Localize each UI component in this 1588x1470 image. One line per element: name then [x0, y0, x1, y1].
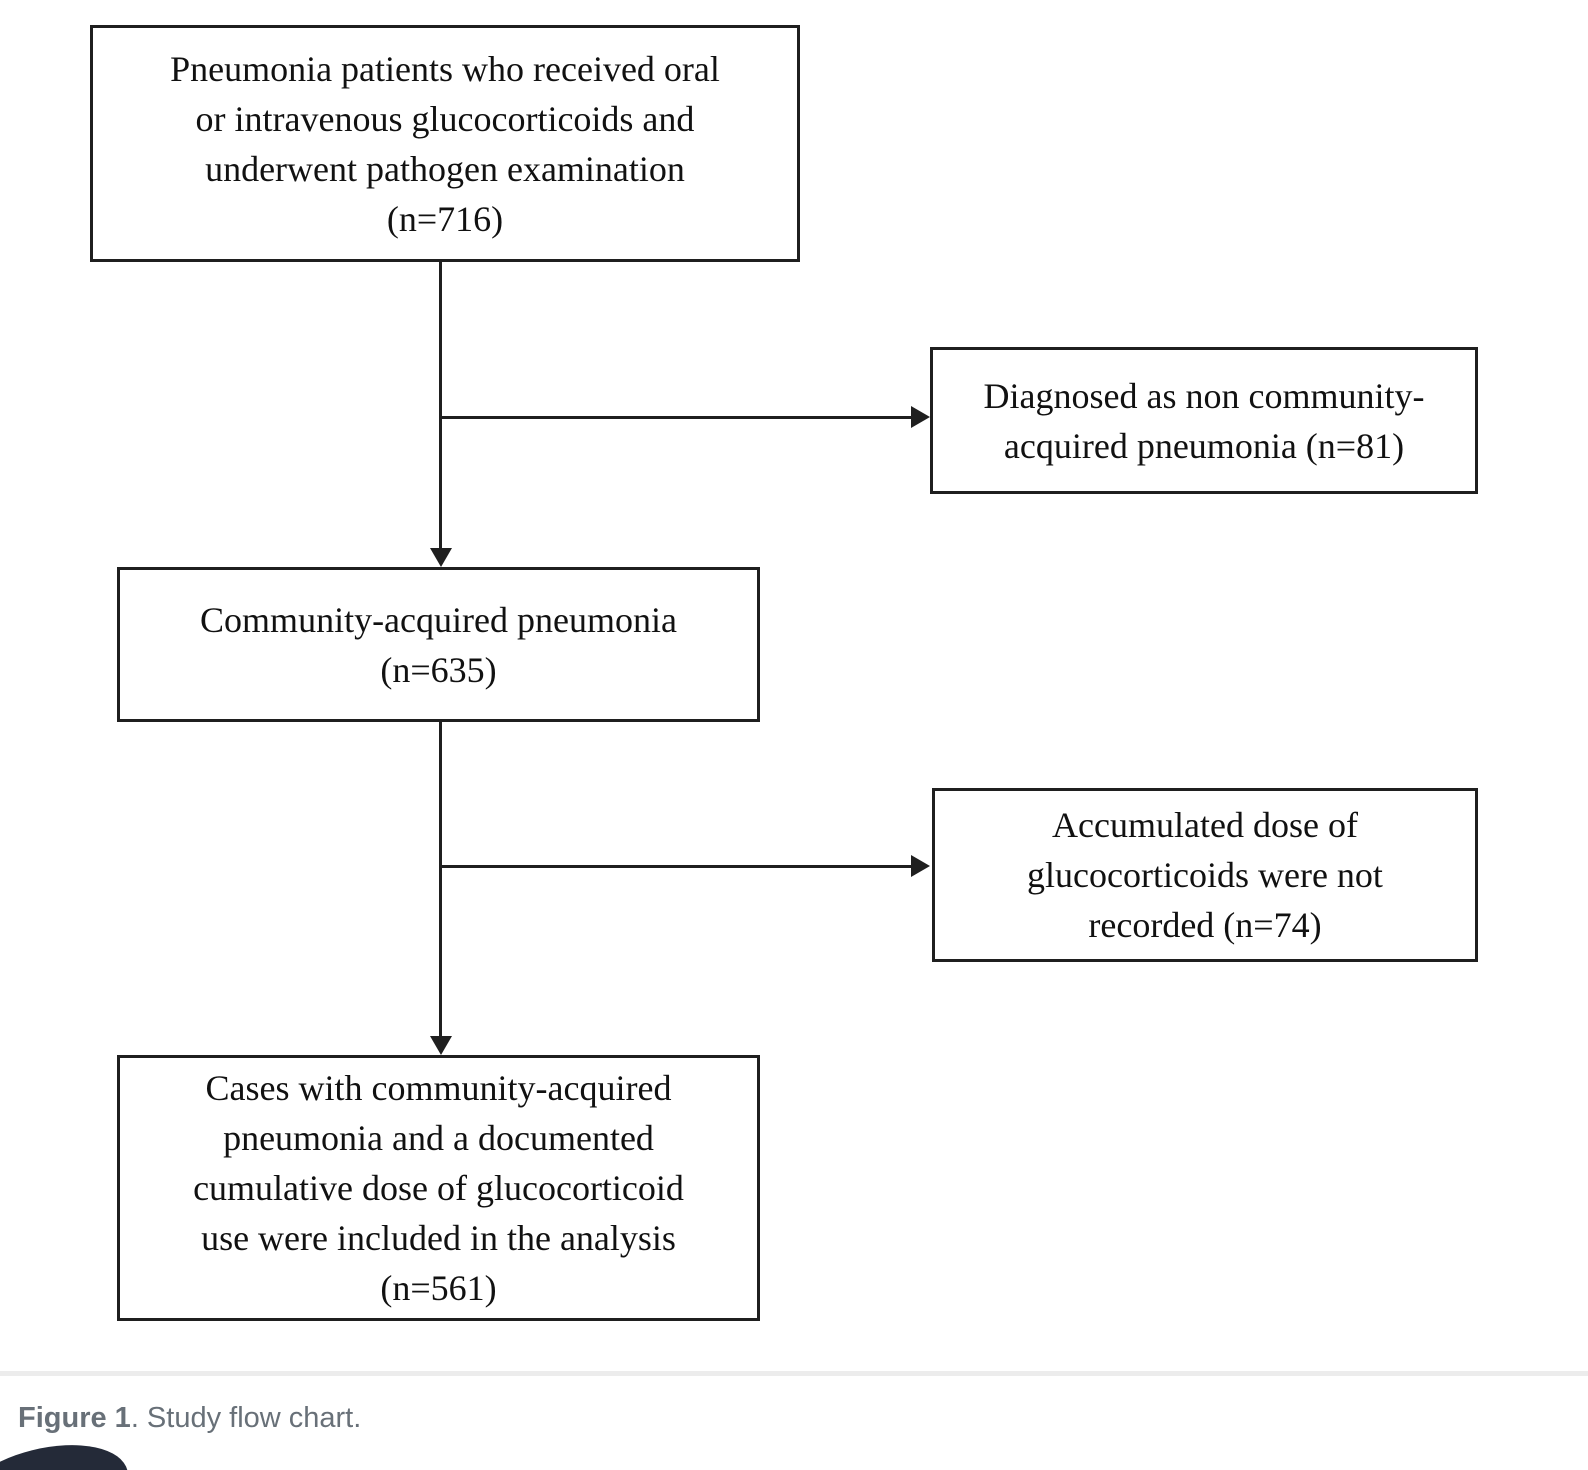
- node-excluded-dose-not-recorded: Accumulated dose of glucocorticoids were…: [932, 788, 1478, 962]
- arrowhead-down-icon: [430, 1036, 452, 1055]
- node-excluded-non-cap: Diagnosed as non community- acquired pne…: [930, 347, 1478, 494]
- node-initial-population: Pneumonia patients who received oral or …: [90, 25, 800, 262]
- arrow-line: [440, 865, 912, 868]
- figure-caption: Figure 1. Study flow chart.: [18, 1398, 361, 1438]
- figure-caption-label: Figure 1: [18, 1402, 131, 1434]
- arrowhead-down-icon: [430, 548, 452, 567]
- arrow-line: [439, 722, 442, 1038]
- node-community-acquired-pneumonia: Community-acquired pneumonia (n=635): [117, 567, 760, 722]
- figure-caption-text: . Study flow chart.: [130, 1402, 362, 1434]
- arrow-line: [440, 416, 912, 419]
- arrowhead-right-icon: [911, 406, 930, 428]
- section-divider: [0, 1371, 1588, 1376]
- arrow-line: [439, 262, 442, 551]
- arrowhead-right-icon: [911, 855, 930, 877]
- node-included-in-analysis: Cases with community-acquired pneumonia …: [117, 1055, 760, 1321]
